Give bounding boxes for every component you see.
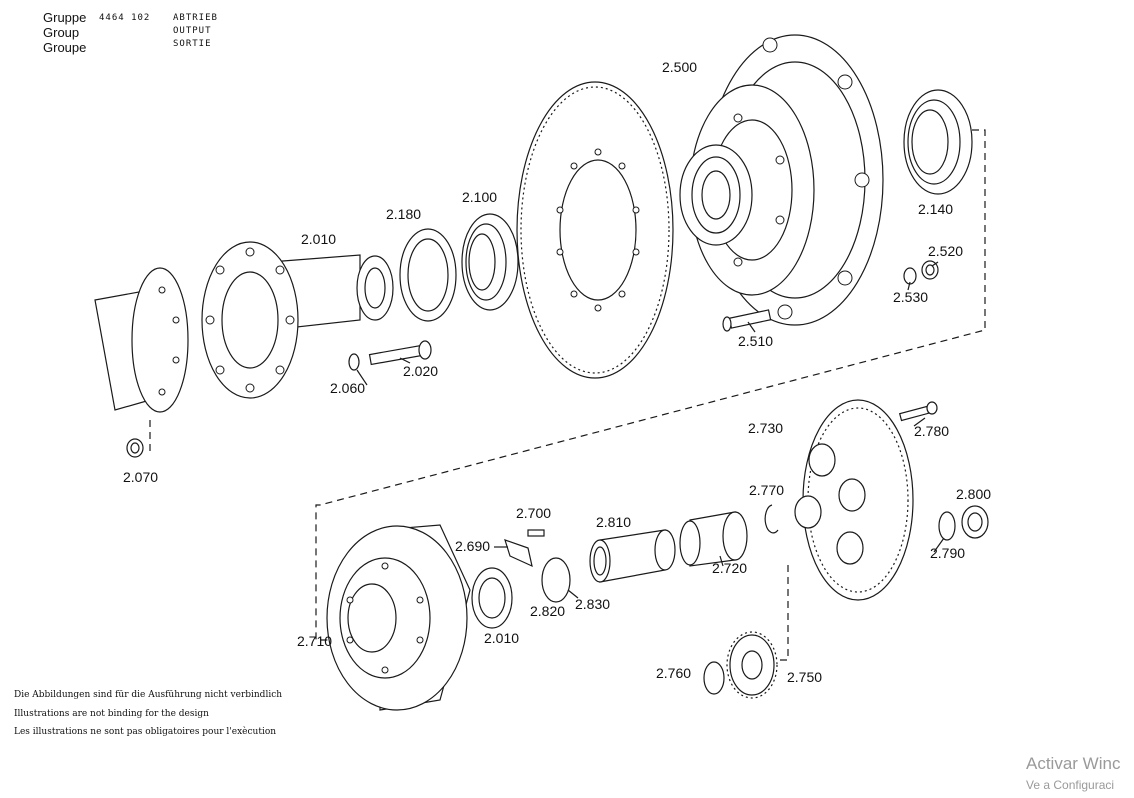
label-2070: 2.070	[123, 469, 158, 485]
part-hub-housing	[679, 34, 884, 326]
part-lock-plate-2690	[504, 539, 533, 568]
group-name-de: ABTRIEB	[173, 13, 218, 23]
header-label-en: Group	[43, 25, 80, 40]
part-brake-disc	[516, 81, 674, 379]
label-2010-lower: 2.010	[484, 630, 519, 646]
part-ring-2820	[541, 557, 571, 603]
label-2820: 2.820	[530, 603, 565, 619]
part-washer-2530	[903, 267, 917, 285]
label-2700: 2.700	[516, 505, 551, 521]
label-2100: 2.100	[462, 189, 497, 205]
label-2060: 2.060	[330, 380, 365, 396]
part-planet-carrier	[794, 399, 914, 601]
part-nut-2520	[921, 260, 939, 280]
label-2020: 2.020	[403, 363, 438, 379]
activation-watermark-subtitle: Ve a Configuraci	[1026, 778, 1115, 792]
label-2510: 2.510	[738, 333, 773, 349]
group-name-en: OUTPUT	[173, 26, 212, 36]
label-2790: 2.790	[930, 545, 965, 561]
part-sleeve-2810	[589, 529, 676, 583]
part-bolt-2020	[368, 340, 432, 366]
activation-watermark-title: Activar Winc	[1026, 754, 1121, 773]
part-ring-2760	[703, 661, 725, 695]
part-nut-2070	[126, 438, 144, 458]
header-label-de: Gruppe	[43, 10, 87, 25]
label-2760: 2.760	[656, 665, 691, 681]
disclaimer-en: Illustrations are not binding for the de…	[14, 709, 209, 719]
part-washer-2790	[938, 511, 956, 541]
label-2520: 2.520	[928, 243, 963, 259]
label-2730: 2.730	[748, 420, 783, 436]
part-sun-gear	[679, 511, 748, 567]
label-2780: 2.780	[914, 423, 949, 439]
label-2720: 2.720	[712, 560, 747, 576]
label-2770: 2.770	[749, 482, 784, 498]
part-planet-gear	[726, 631, 778, 699]
leader-lines	[356, 261, 945, 599]
label-2500: 2.500	[662, 59, 697, 75]
assembly-lines	[149, 129, 986, 661]
label-2010-upper: 2.010	[301, 231, 336, 247]
group-name-fr: SORTIE	[173, 39, 212, 49]
label-2750: 2.750	[787, 669, 822, 685]
header-label-fr: Groupe	[43, 40, 87, 55]
part-washer-2060	[348, 353, 360, 371]
part-ring-gear-drum	[326, 524, 471, 711]
label-2180: 2.180	[386, 206, 421, 222]
part-bearing-2100	[461, 213, 519, 311]
part-seal-2180	[399, 228, 457, 322]
label-2690: 2.690	[455, 538, 490, 554]
group-number: 4464 102	[99, 13, 151, 23]
part-labels: 2.500 2.140 2.520 2.530 2.510 2.100 2.18…	[123, 59, 991, 685]
disclaimer-de: Die Abbildungen sind für die Ausführung …	[14, 690, 283, 700]
part-ring-lower	[471, 567, 513, 629]
label-2830: 2.830	[575, 596, 610, 612]
part-axle-housing	[94, 267, 189, 413]
label-2530: 2.530	[893, 289, 928, 305]
part-screw-2700	[527, 529, 545, 537]
part-spindle	[201, 241, 394, 399]
label-2810: 2.810	[596, 514, 631, 530]
label-2710: 2.710	[297, 633, 332, 649]
part-nut-2800	[961, 505, 989, 539]
label-2140: 2.140	[918, 201, 953, 217]
disclaimer-fr: Les illustrations ne sont pas obligatoir…	[14, 727, 277, 737]
part-bolt-2780	[898, 401, 938, 422]
part-circlip-2770	[764, 504, 779, 534]
label-2800: 2.800	[956, 486, 991, 502]
part-bolt-2510	[722, 309, 772, 332]
part-bearing-right	[903, 89, 973, 195]
